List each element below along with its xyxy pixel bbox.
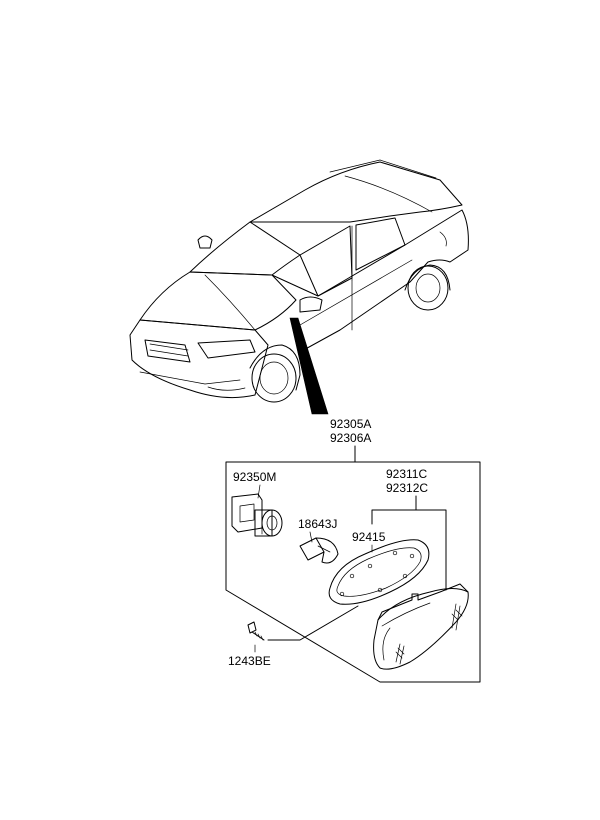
exploded-view-frame bbox=[225, 461, 481, 683]
lens-leader-line bbox=[371, 495, 447, 591]
label-bulb: 18643J bbox=[298, 517, 337, 531]
screw-part bbox=[247, 621, 265, 641]
socket-part bbox=[231, 493, 283, 537]
label-assembly-lh: 92305A bbox=[330, 417, 371, 431]
label-lens-rh: 92312C bbox=[386, 481, 428, 495]
label-assembly-rh: 92306A bbox=[330, 431, 371, 445]
car-illustration bbox=[129, 159, 469, 415]
lens-part bbox=[373, 583, 469, 670]
screw-leader-line bbox=[267, 605, 359, 641]
label-gasket: 92415 bbox=[352, 530, 386, 544]
gasket-part bbox=[328, 539, 430, 605]
label-screw: 1243BE bbox=[228, 654, 271, 668]
label-socket: 92350M bbox=[233, 470, 276, 484]
label-lens-lh: 92311C bbox=[386, 467, 427, 481]
bulb-part bbox=[299, 537, 339, 564]
